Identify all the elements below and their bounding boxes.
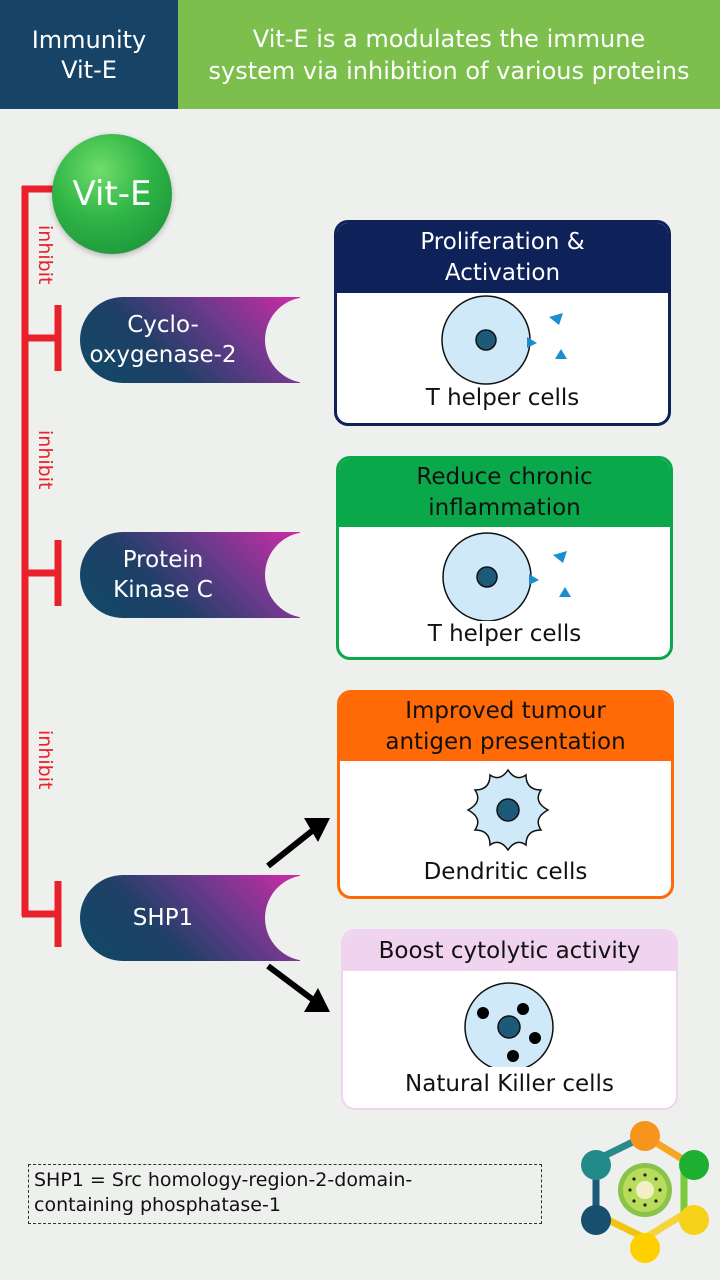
enzyme-label-line1: Protein	[122, 547, 204, 573]
cell-label: T helper cells	[425, 385, 580, 411]
effect-title-line1: Proliferation &	[420, 229, 585, 255]
vitamin-e-label: Vit-E	[72, 174, 152, 214]
effect-box-title: Improved tumour antigen presentation	[340, 693, 671, 761]
effect-box-title: Reduce chronic inflammation	[339, 459, 670, 527]
kiwi-hexagon-logo	[581, 1121, 709, 1263]
inhibition-tree	[21, 185, 62, 947]
inhibit-label: inhibit	[34, 225, 56, 285]
effect-box-inflammation: Reduce chronic inflammation T helper cel…	[336, 456, 673, 660]
enzyme-label-line2: Kinase C	[113, 577, 213, 603]
cell-label: T helper cells	[427, 621, 582, 647]
inhibit-label: inhibit	[34, 730, 56, 790]
t-helper-cell-icon	[442, 532, 571, 621]
enzyme-protein-kinase-c: Protein Kinase C	[80, 532, 300, 618]
enzyme-shp1: SHP1	[80, 875, 300, 961]
effect-box-cytolytic: Boost cytolytic activity Natural Killer …	[341, 929, 678, 1110]
arrow-head	[304, 818, 330, 842]
cell-label: Dendritic cells	[423, 859, 588, 885]
enzyme-label-line1: Cyclo-	[127, 312, 199, 338]
header-category-line1: Immunity	[31, 25, 147, 54]
enzyme-label-line1: SHP1	[132, 905, 194, 931]
header-category-line2: Vit-E	[61, 55, 117, 84]
header-title-line2: system via inhibition of various protein…	[208, 56, 690, 85]
enzyme-label-line2: oxygenase-2	[89, 342, 237, 368]
footnote-line1: SHP1 = Src homology-region-2-domain-	[34, 1169, 413, 1191]
header-category: Immunity Vit-E	[0, 0, 178, 109]
header-title: Vit-E is a modulates the immune system v…	[178, 0, 720, 109]
footnote-line2: containing phosphatase-1	[34, 1194, 281, 1216]
effect-box-title: Proliferation & Activation	[337, 223, 668, 293]
cell-label: Natural Killer cells	[405, 1071, 614, 1097]
effect-title-line1: Boost cytolytic activity	[378, 937, 641, 964]
t-helper-cell-icon	[441, 295, 567, 385]
effect-title-line1: Improved tumour	[405, 698, 606, 724]
dendritic-cell-icon	[466, 768, 550, 852]
effect-box-title: Boost cytolytic activity	[343, 931, 676, 971]
natural-killer-cell-icon	[464, 982, 554, 1067]
vitamin-e-circle: Vit-E	[52, 134, 172, 254]
header-title-line1: Vit-E is a modulates the immune	[252, 24, 646, 53]
enzyme-notch	[265, 875, 351, 961]
inhibit-label: inhibit	[34, 430, 56, 490]
effect-box-antigen-presentation: Improved tumour antigen presentation Den…	[337, 690, 674, 899]
enzyme-cox2: Cyclo- oxygenase-2	[80, 297, 300, 383]
effect-title-line2: antigen presentation	[385, 729, 626, 755]
effect-box-proliferation: Proliferation & Activation T helper cell…	[334, 220, 671, 426]
effect-title-line2: inflammation	[428, 495, 581, 521]
footnote: SHP1 = Src homology-region-2-domain- con…	[28, 1164, 542, 1224]
arrow-head	[304, 988, 330, 1012]
effect-title-line2: Activation	[444, 260, 561, 286]
effect-title-line1: Reduce chronic	[416, 464, 593, 490]
